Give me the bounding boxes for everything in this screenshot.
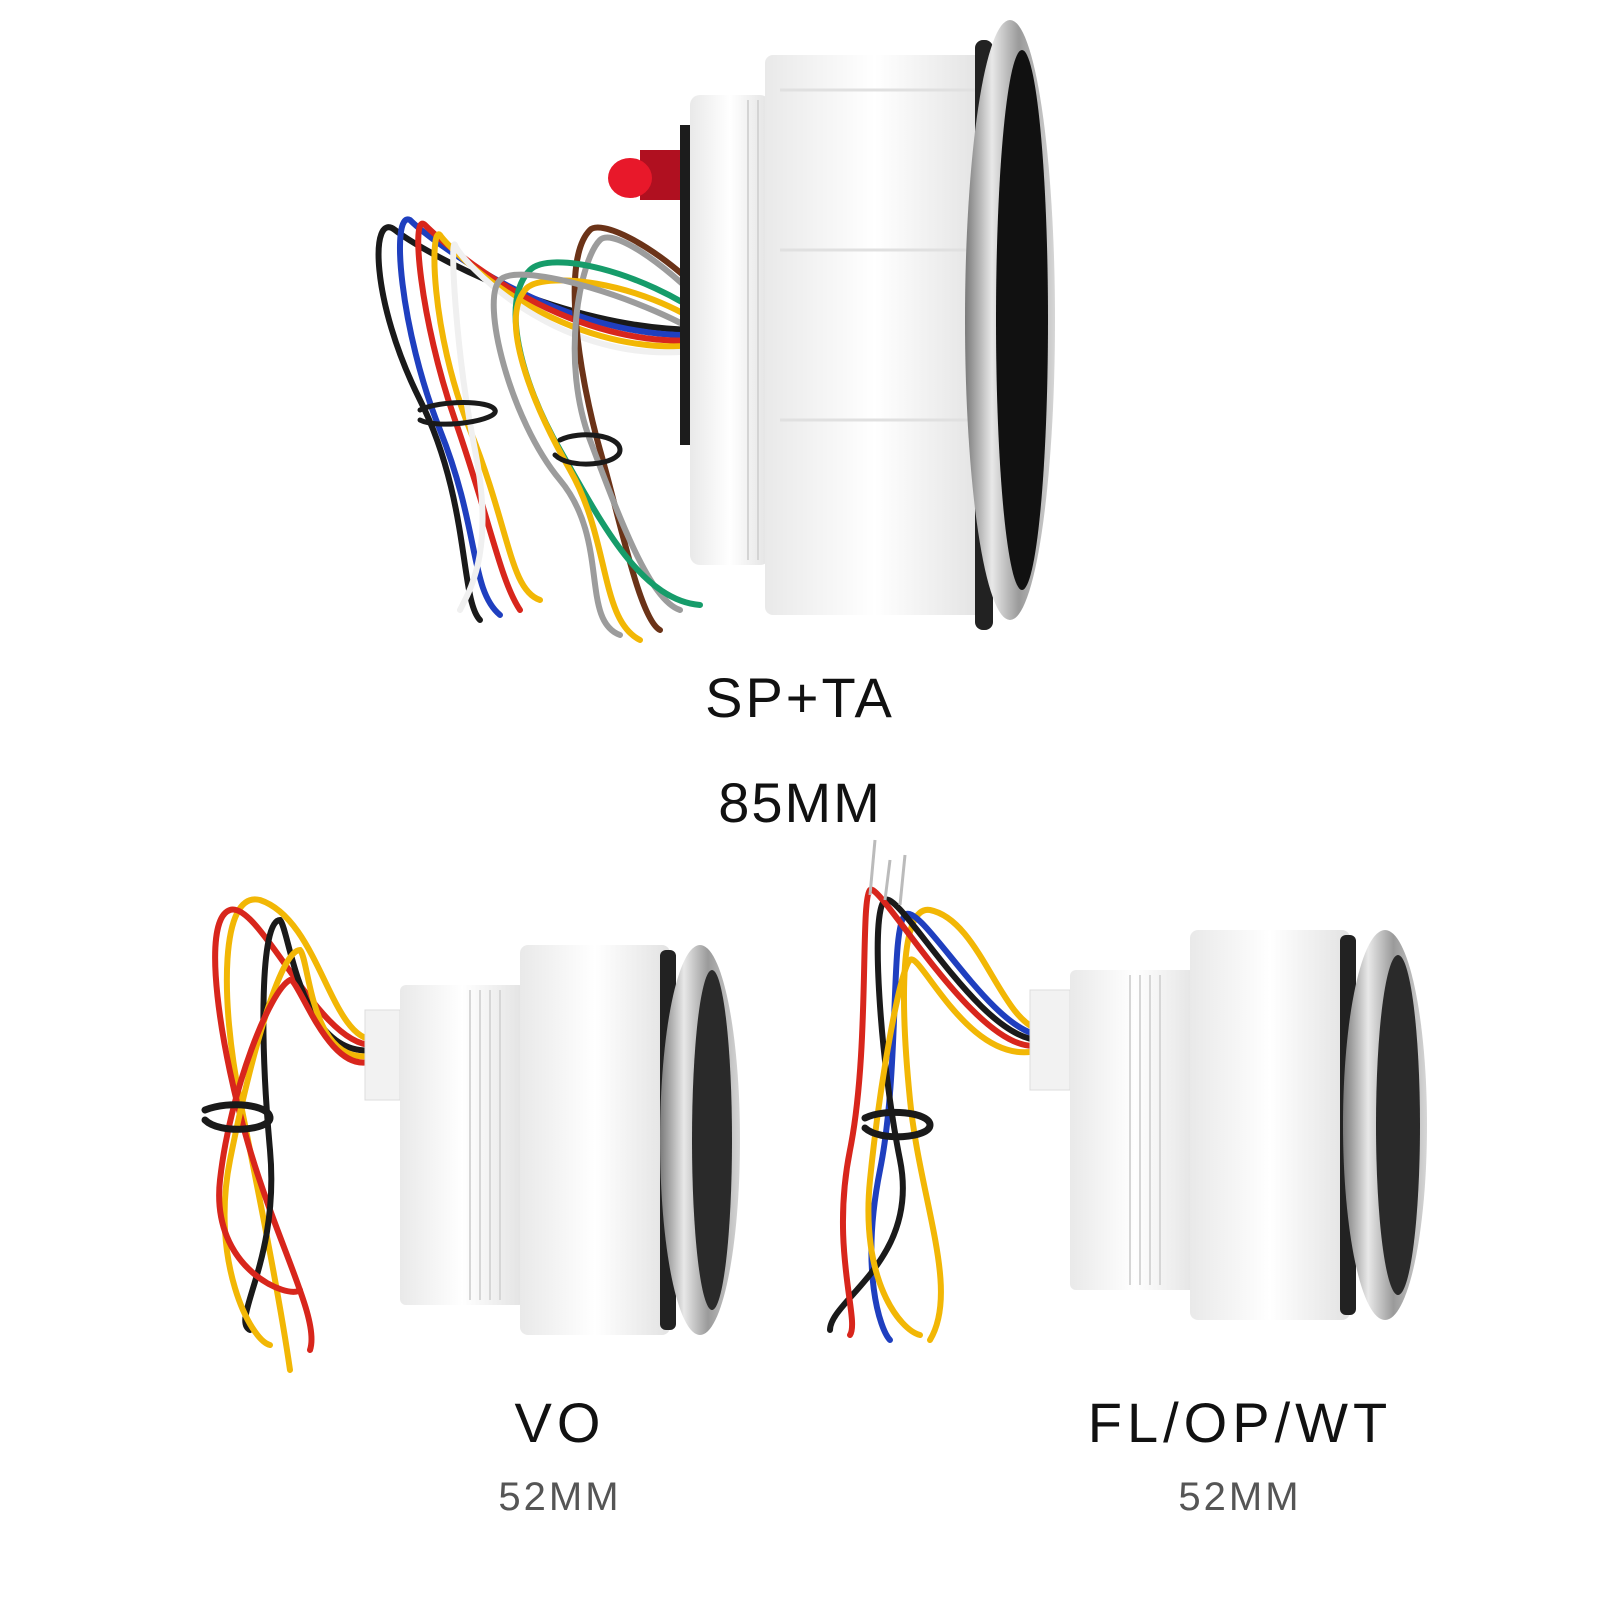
fl-connector — [1029, 989, 1071, 1091]
wire-bundle-vo — [201, 896, 378, 1373]
caption-sp-ta: SP+TA — [705, 666, 895, 729]
wire-bundle-left — [375, 216, 703, 623]
red-cap-icon — [608, 158, 652, 198]
caption-fl-size: 52MM — [1178, 1475, 1302, 1519]
fl-housing-main — [1190, 930, 1350, 1320]
wire-bundle-fl — [827, 886, 1043, 1343]
caption-vo: VO — [514, 1391, 606, 1454]
fl-housing-rear — [1070, 970, 1200, 1290]
vo-housing-main — [520, 945, 670, 1335]
gauge-fl-op-wt — [827, 839, 1427, 1343]
gauge-85mm — [375, 20, 1055, 643]
fl-face — [1376, 955, 1420, 1295]
gauge-vo — [201, 896, 740, 1373]
caption-vo-size: 52MM — [498, 1475, 622, 1519]
housing-rear — [690, 95, 770, 565]
housing-main — [765, 55, 985, 615]
gauge-face — [996, 50, 1048, 590]
vo-connector — [364, 1009, 401, 1101]
wire-bundle-right — [490, 224, 713, 643]
caption-85mm: 85MM — [718, 771, 882, 834]
wire-tips — [868, 839, 907, 906]
caption-fl-op-wt: FL/OP/WT — [1087, 1391, 1393, 1454]
vo-face — [692, 970, 732, 1310]
vo-housing-rear — [400, 985, 525, 1305]
